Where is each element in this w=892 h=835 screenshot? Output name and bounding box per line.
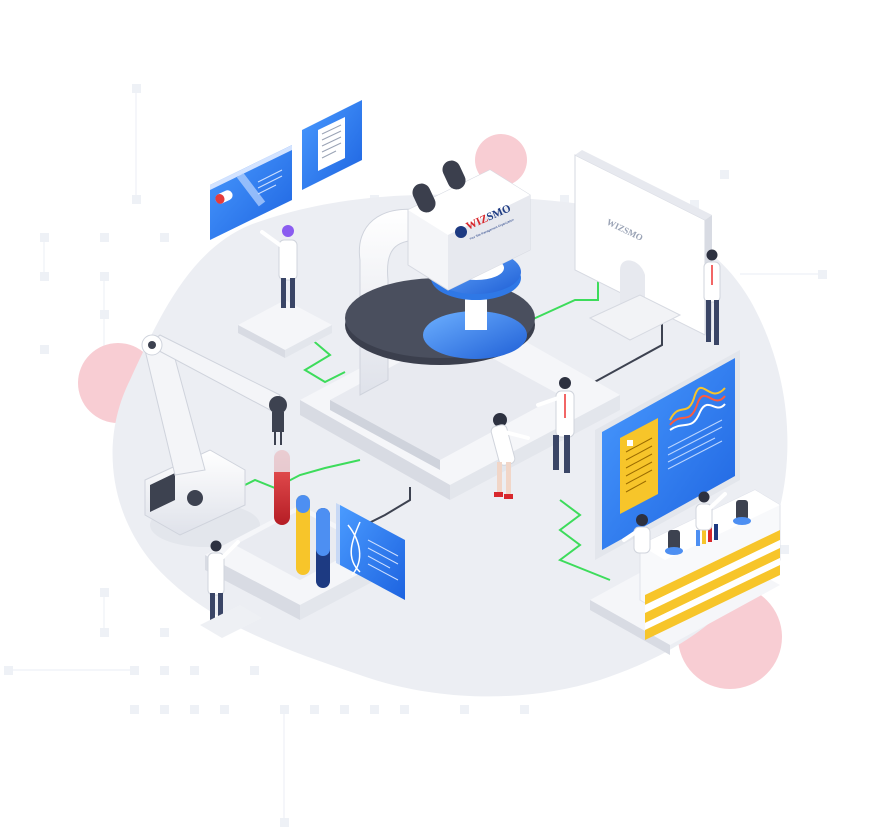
- monitor-icon: WIZSMO: [574, 150, 712, 341]
- dna-icon: [336, 503, 405, 600]
- brand-logo-icon: [455, 226, 467, 238]
- scientist-top-left: [260, 225, 298, 308]
- dot-grid: [4, 84, 827, 827]
- central-platform: [300, 310, 620, 500]
- scientist-bottom-left: [200, 540, 262, 638]
- scientist-desk-man: [695, 491, 727, 531]
- test-tube-icon: [274, 450, 330, 588]
- tube-bench: [205, 505, 395, 620]
- pedestal-top-left: [238, 300, 332, 358]
- scientist-desk-woman: [622, 514, 651, 554]
- scientist-middle-woman: [490, 413, 530, 499]
- capsule-panel: [210, 145, 292, 240]
- microscope-icon: WIZSMO Your Site Management Organization: [345, 160, 535, 396]
- chart-board: [595, 350, 740, 560]
- desk-microscopes: [665, 500, 751, 555]
- capsule-icon: [215, 190, 233, 204]
- document-icon: [302, 100, 362, 190]
- scientist-middle-man: [536, 377, 575, 473]
- chart-icon: [669, 387, 726, 431]
- robot-arm-icon: [141, 334, 287, 547]
- scientist-top-right: [703, 249, 721, 345]
